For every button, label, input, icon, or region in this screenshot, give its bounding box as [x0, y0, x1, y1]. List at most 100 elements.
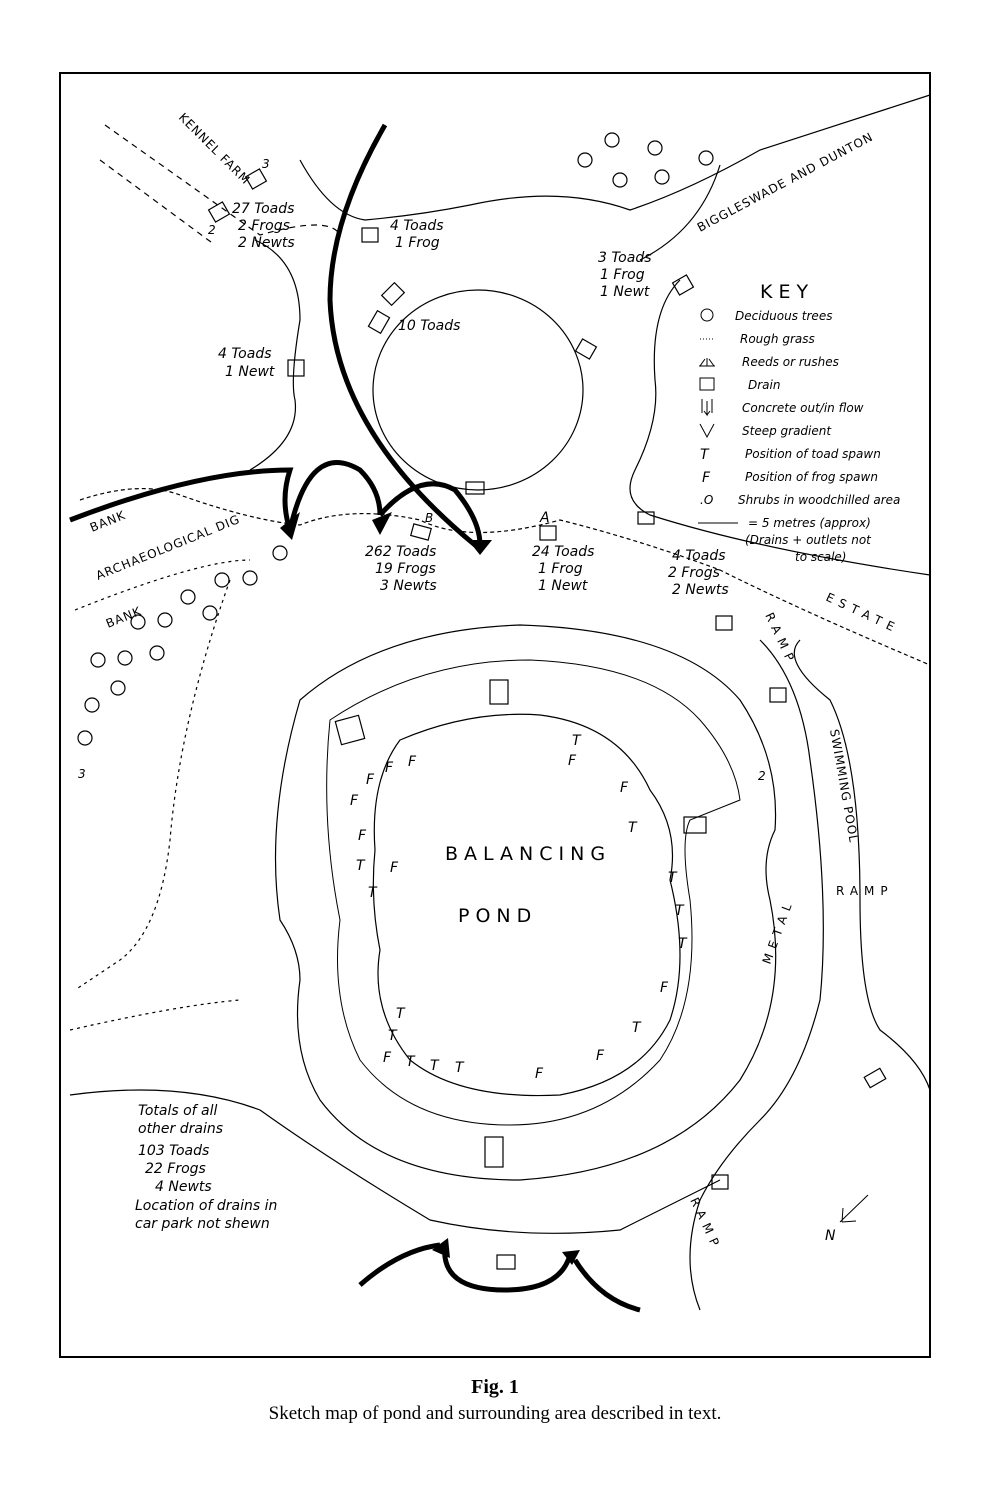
count-line: 3 Newts	[380, 578, 437, 594]
tree-icon	[700, 308, 714, 322]
toad-spawn-marker: T	[388, 1028, 398, 1044]
gradient-icon	[699, 423, 715, 439]
outflow-icon	[489, 679, 509, 705]
toad-spawn-marker: T	[675, 903, 685, 919]
drain-icon	[699, 377, 715, 391]
toad-spawn-marker: T	[356, 858, 366, 874]
totals-note: Totals of all other drains 103 Toads 22 …	[135, 1103, 277, 1232]
frog-spawn-marker: F	[408, 754, 417, 770]
pond-label-line2: POND	[458, 905, 537, 927]
key-item-label: Reeds or rushes	[742, 355, 839, 369]
totals-line: 22 Frogs	[145, 1161, 206, 1177]
arrow-heads	[280, 512, 580, 1265]
frog-spawn-marker: F	[350, 793, 359, 809]
key-item-label: Position of toad spawn	[745, 447, 881, 461]
outflow-icon	[334, 714, 366, 746]
drain-icon	[244, 168, 268, 190]
drain-icon	[287, 359, 305, 377]
totals-line: 4 Newts	[155, 1179, 212, 1195]
spawn-markers: T F F T T T T F T F F T T T F T T T T F …	[350, 733, 688, 1082]
frog-spawn-marker: F	[383, 1050, 392, 1066]
map-frame	[59, 72, 931, 1358]
totals-line: car park not shewn	[135, 1216, 270, 1232]
count-line: 1 Newt	[538, 578, 588, 594]
drain-icon	[539, 525, 557, 541]
toad-spawn-marker: T	[628, 820, 638, 836]
drain-icon	[863, 1067, 887, 1089]
count-line: 4 Toads	[390, 218, 444, 234]
bank-label-bottom: BANK	[104, 604, 144, 631]
count-line: 2 Newts	[672, 582, 729, 598]
estate-label: ESTATE	[824, 590, 902, 636]
toad-spawn-marker: T	[678, 936, 688, 952]
frog-spawn-marker: F	[390, 860, 399, 876]
trees	[77, 132, 714, 746]
drain-letter: B	[425, 511, 433, 525]
key-item-label: Shrubs in woodchilled area	[738, 493, 900, 507]
count-line: 1 Frog	[395, 235, 440, 251]
count-line: 19 Frogs	[375, 561, 436, 577]
count-line: 27 Toads	[232, 201, 294, 217]
drain-icons	[207, 168, 887, 1270]
toad-spawn-marker: T	[406, 1054, 416, 1070]
frog-spawn-marker: F	[596, 1048, 605, 1064]
pond-label-line1: BALANCING	[445, 843, 611, 865]
flow-arrows	[69, 123, 641, 1313]
count-line: 24 Toads	[532, 544, 594, 560]
totals-line: Totals of all	[138, 1103, 218, 1119]
drain-icon	[367, 309, 391, 335]
count-line: 2 Newts	[238, 235, 295, 251]
outflow-icon	[683, 816, 707, 834]
count-line: 2 Frogs	[238, 218, 290, 234]
key-item-label: Rough grass	[740, 332, 815, 346]
frog-spawn-marker: F	[535, 1066, 544, 1082]
biggleswade-label: BIGGLESWADE AND DUNTON	[695, 130, 876, 235]
drain-letter: 3	[262, 157, 270, 171]
shrub-icon: .O	[700, 493, 713, 507]
figure-caption: Sketch map of pond and surrounding area …	[268, 1403, 722, 1424]
drain-icon	[715, 615, 733, 631]
toad-spawn-marker: T	[632, 1020, 642, 1036]
drain-icon	[361, 227, 379, 243]
count-line: 1 Frog	[600, 267, 645, 283]
drain-count-labels: 27 Toads 2 Frogs 2 Newts 4 Toads 1 Frog …	[78, 157, 766, 783]
toad-spawn-marker: T	[668, 870, 678, 886]
key-title: KEY	[760, 281, 814, 303]
toad-spawn-marker: T	[572, 733, 582, 749]
count-line: 1 Newt	[225, 364, 275, 380]
frog-spawn-marker: F	[660, 980, 669, 996]
swimming-pool-label: SWIMMING POOL	[827, 728, 861, 844]
count-line: 3 Toads	[598, 250, 652, 266]
drain-letter: 2	[208, 223, 216, 237]
frog-spawn-marker: F	[366, 772, 375, 788]
toad-spawn-marker: T	[455, 1060, 465, 1076]
totals-line: other drains	[138, 1121, 223, 1137]
key-item-label: Steep gradient	[742, 424, 832, 438]
north-arrow-icon	[839, 1194, 869, 1223]
north-label: N	[825, 1228, 836, 1244]
drain-icon	[574, 338, 598, 360]
scale-label: = 5 metres (approx)	[748, 516, 871, 530]
drain-icon	[637, 511, 655, 525]
count-line: 1 Frog	[538, 561, 583, 577]
count-line: 262 Toads	[365, 544, 436, 560]
metal-label: METAL	[760, 896, 797, 966]
toad-spawn-marker: T	[430, 1058, 440, 1074]
drain-letter: A	[539, 510, 550, 526]
drain-letter: 3	[78, 767, 86, 781]
figure-title: Fig. 1	[471, 1376, 519, 1398]
inner-bank	[326, 659, 741, 1126]
frog-spawn-marker: F	[385, 760, 394, 776]
drain-icon	[380, 281, 406, 307]
frog-spawn-marker: F	[358, 828, 367, 844]
frog-spawn-marker: F	[620, 780, 629, 796]
key-item-label: Position of frog spawn	[745, 470, 878, 484]
drain-icon	[496, 1254, 516, 1270]
reeds-icon	[699, 358, 715, 367]
outer-bank	[274, 624, 777, 1181]
drain-icon	[465, 481, 485, 495]
frog-spawn-icon: F	[702, 470, 711, 486]
toad-spawn-marker: T	[396, 1006, 406, 1022]
count-line: 4 Toads	[672, 548, 726, 564]
count-line: 10 Toads	[398, 318, 460, 334]
